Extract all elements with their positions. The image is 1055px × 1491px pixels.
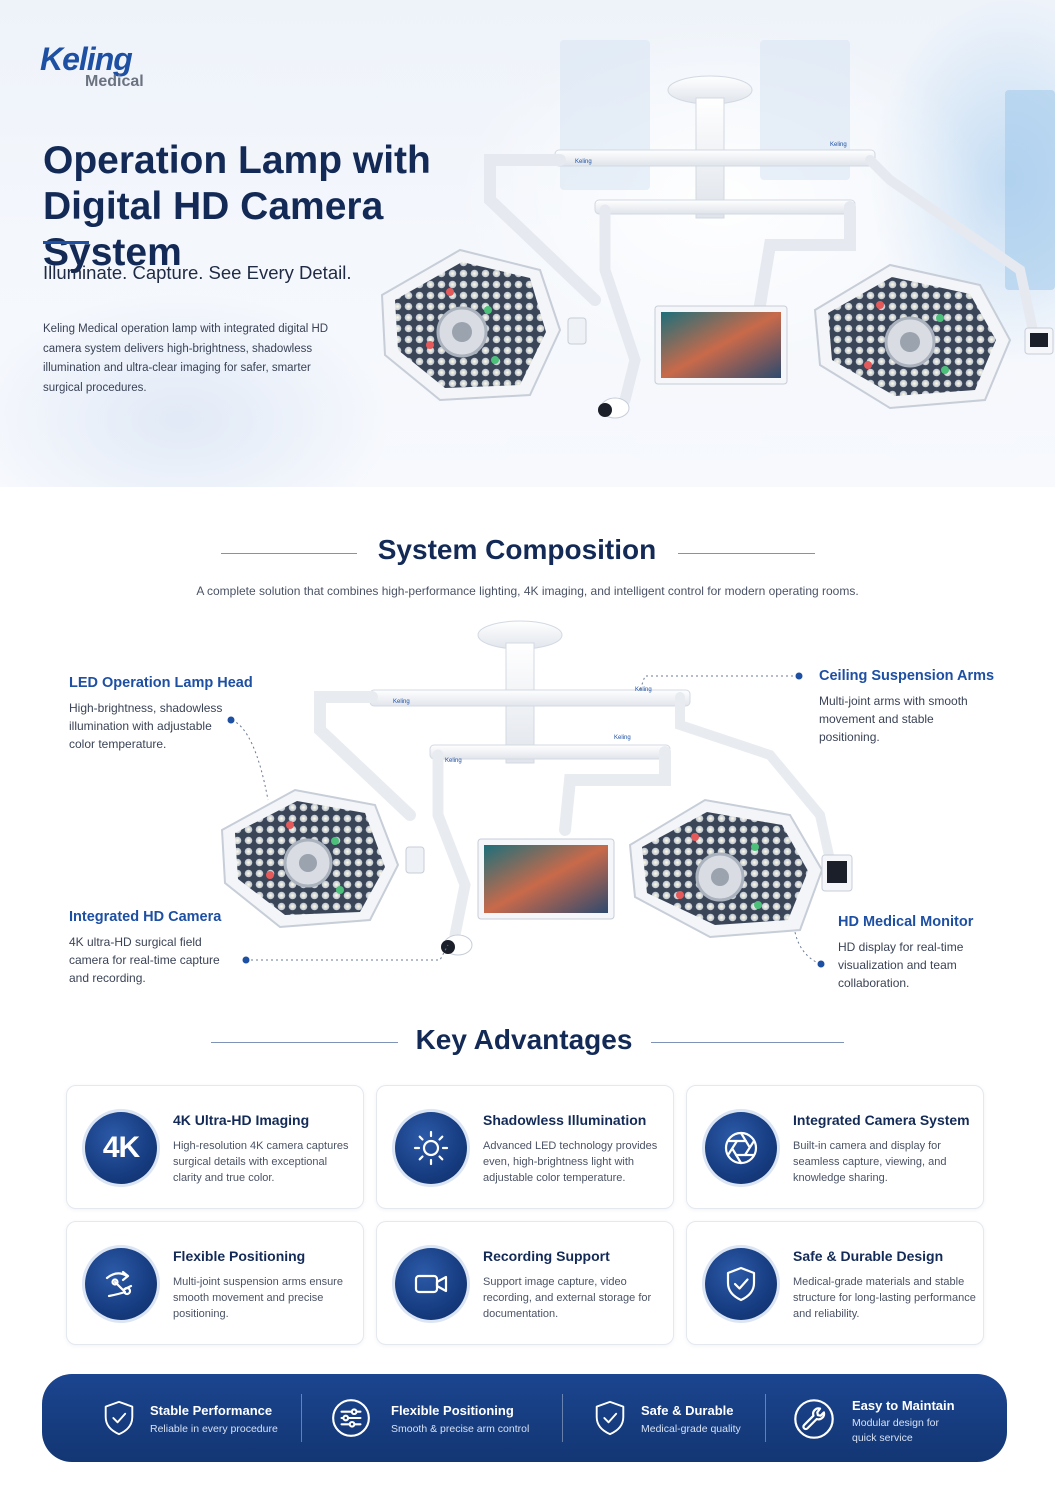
callout-title: LED Operation Lamp Head bbox=[69, 675, 253, 691]
advantages-title: Key Advantages bbox=[415, 1024, 633, 1055]
bar-item-flexible-positioning: Flexible Positioning Smooth & precise ar… bbox=[302, 1374, 562, 1462]
card-text: Medical-grade materials and stable struc… bbox=[793, 1276, 976, 1320]
card-title: Flexible Positioning bbox=[173, 1248, 306, 1264]
advantage-card-recording: Recording Support Support image capture,… bbox=[376, 1221, 674, 1345]
wrench-icon bbox=[794, 1399, 834, 1439]
card-title: Recording Support bbox=[483, 1248, 610, 1264]
callout-title: Integrated HD Camera bbox=[69, 909, 222, 925]
bar-item-easy-maintain: Easy to Maintain Modular design for quic… bbox=[766, 1374, 1007, 1462]
section-divider bbox=[221, 553, 357, 554]
shield-check-icon bbox=[705, 1248, 777, 1320]
hero-subtitle: Illuminate. Capture. See Every Detail. bbox=[43, 262, 352, 283]
lamp-badge: Keling bbox=[575, 159, 592, 165]
brand-logo[interactable]: Keling Medical bbox=[40, 42, 150, 92]
page-title: Operation Lamp with Digital HD Camera Sy… bbox=[43, 138, 513, 276]
section-divider bbox=[651, 1042, 844, 1043]
bar-item-safe-durable: Safe & Durable Medical-grade quality bbox=[563, 1374, 765, 1462]
bar-item-title: Stable Performance bbox=[150, 1403, 273, 1418]
4k-icon: 4K bbox=[85, 1112, 157, 1184]
bar-item-text: Smooth & precise arm control bbox=[391, 1423, 530, 1435]
callout-title: HD Medical Monitor bbox=[838, 914, 974, 930]
advantage-card-shadowless: Shadowless Illumination Advanced LED tec… bbox=[376, 1085, 674, 1209]
logo-sub: Medical bbox=[85, 73, 144, 90]
bar-item-stable-performance: Stable Performance Reliable in every pro… bbox=[42, 1374, 302, 1462]
section-divider bbox=[211, 1042, 398, 1043]
bar-item-title: Safe & Durable bbox=[641, 1403, 734, 1418]
advantage-card-4k: 4K 4K Ultra-HD Imaging High-resolution 4… bbox=[66, 1085, 364, 1209]
bar-item-title: Flexible Positioning bbox=[391, 1403, 514, 1418]
card-text: Multi-joint suspension arms ensure smoot… bbox=[173, 1276, 343, 1320]
callout-hd-monitor: HD Medical Monitor HD display for real-t… bbox=[838, 914, 1008, 992]
sun-icon bbox=[395, 1112, 467, 1184]
4k-icon-label: 4K bbox=[102, 1131, 140, 1164]
card-title: Safe & Durable Design bbox=[793, 1248, 944, 1264]
feature-bar: Stable Performance Reliable in every pro… bbox=[42, 1374, 1007, 1462]
shield-check-icon bbox=[104, 1400, 134, 1436]
card-text: Built-in camera and display for seamless… bbox=[793, 1140, 947, 1184]
composition-description: A complete solution that combines high-p… bbox=[196, 584, 859, 598]
lamp-badge: Keling bbox=[393, 699, 410, 705]
card-title: Shadowless Illumination bbox=[483, 1112, 647, 1128]
bar-divider bbox=[765, 1394, 766, 1442]
bar-item-text: Modular design for quick service bbox=[852, 1417, 939, 1444]
advantage-card-safe-durable: Safe & Durable Design Medical-grade mate… bbox=[686, 1221, 984, 1345]
card-title: 4K Ultra-HD Imaging bbox=[173, 1112, 310, 1128]
hero-product-illustration: Keling Keling bbox=[380, 75, 1054, 419]
lamp-badge: Keling bbox=[445, 758, 462, 764]
video-camera-icon bbox=[395, 1248, 467, 1320]
card-text: Support image capture, video recording, … bbox=[483, 1276, 652, 1320]
aperture-icon bbox=[705, 1112, 777, 1184]
bar-divider bbox=[301, 1394, 302, 1442]
lamp-badge: Keling bbox=[614, 735, 631, 741]
title-underline bbox=[43, 241, 89, 244]
hero-section: Keling Medical Operation Lamp with Digit… bbox=[0, 0, 1055, 487]
composition-product-illustration: Keling Keling Keling Keling bbox=[220, 620, 853, 956]
callout-text: 4K ultra-HD surgical field camera for re… bbox=[69, 935, 220, 985]
shield-check-icon bbox=[595, 1400, 625, 1436]
callout-lamp-head: LED Operation Lamp Head High-brightness,… bbox=[69, 675, 253, 753]
callout-title: Ceiling Suspension Arms bbox=[819, 668, 995, 684]
callout-text: Multi-joint arms with smooth movement an… bbox=[819, 694, 968, 744]
sliders-icon bbox=[332, 1399, 370, 1437]
logo-word: Keling bbox=[40, 41, 133, 77]
bar-item-title: Easy to Maintain bbox=[852, 1398, 955, 1413]
callout-suspension-arms: Ceiling Suspension Arms Multi-joint arms… bbox=[819, 668, 994, 746]
advantage-card-camera-system: Integrated Camera System Built-in camera… bbox=[686, 1085, 984, 1209]
bar-divider bbox=[562, 1394, 563, 1442]
hero-description: Keling Medical operation lamp with integ… bbox=[43, 323, 329, 394]
lamp-badge: Keling bbox=[635, 687, 652, 693]
advantage-card-positioning: Flexible Positioning Multi-joint suspens… bbox=[66, 1221, 364, 1345]
arm-icon bbox=[85, 1248, 157, 1320]
wall-panel bbox=[1005, 90, 1055, 290]
title-line-2: Digital HD Camera System bbox=[43, 185, 384, 274]
card-text: Advanced LED technology provides even, h… bbox=[483, 1140, 658, 1184]
callout-leader-lines bbox=[227, 672, 825, 968]
lamp-badge: Keling bbox=[830, 142, 847, 148]
section-divider bbox=[678, 553, 815, 554]
callout-text: HD display for real-time visualization a… bbox=[838, 940, 964, 990]
callout-text: High-brightness, shadowless illumination… bbox=[69, 701, 223, 751]
title-line-1: Operation Lamp with bbox=[43, 139, 431, 182]
bar-item-text: Reliable in every procedure bbox=[150, 1423, 278, 1435]
bar-item-text: Medical-grade quality bbox=[641, 1423, 741, 1435]
composition-title: System Composition bbox=[377, 534, 657, 565]
callout-hd-camera: Integrated HD Camera 4K ultra-HD surgica… bbox=[69, 909, 239, 987]
card-text: High-resolution 4K camera captures surgi… bbox=[173, 1140, 349, 1184]
card-title: Integrated Camera System bbox=[793, 1112, 970, 1128]
